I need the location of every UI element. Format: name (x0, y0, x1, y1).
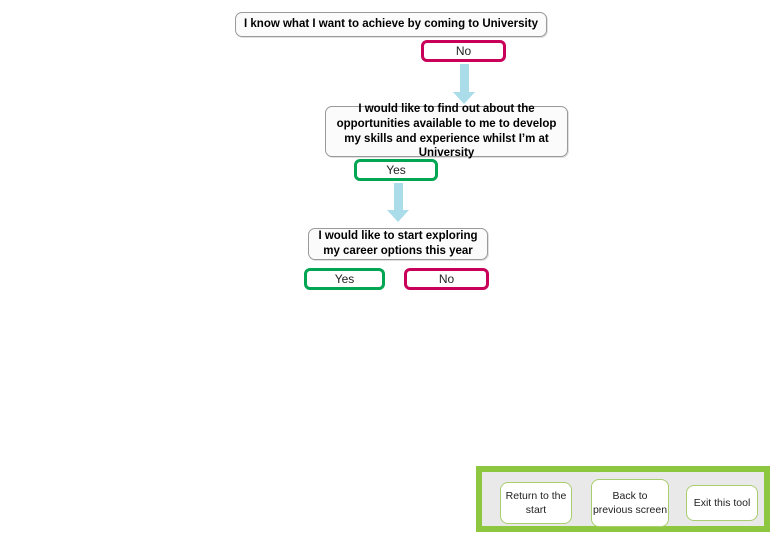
flow-arrow-down-1 (453, 64, 475, 104)
return-to-start-button[interactable]: Return to the start (500, 482, 572, 524)
arrow-shaft (459, 64, 469, 92)
arrow-head (387, 210, 409, 222)
arrow-head (453, 92, 475, 104)
answer-button-q2-yes[interactable]: Yes (354, 159, 438, 181)
arrow-shaft (393, 183, 403, 210)
statement-box-explore-career-options: I would like to start exploring my caree… (308, 228, 488, 260)
exit-this-tool-button[interactable]: Exit this tool (686, 485, 758, 521)
answer-button-q3-no[interactable]: No (404, 268, 489, 290)
answer-button-q1-no[interactable]: No (421, 40, 506, 62)
navigation-panel: Return to the start Back to previous scr… (476, 466, 770, 532)
answer-button-q3-yes[interactable]: Yes (304, 268, 385, 290)
statement-box-develop-skills-and-experience: I would like to find out about the oppor… (325, 103, 568, 159)
flow-arrow-down-2 (387, 183, 409, 222)
back-to-previous-screen-button[interactable]: Back to previous screen (591, 479, 669, 527)
statement-box-achieve-at-university: I know what I want to achieve by coming … (235, 12, 547, 37)
